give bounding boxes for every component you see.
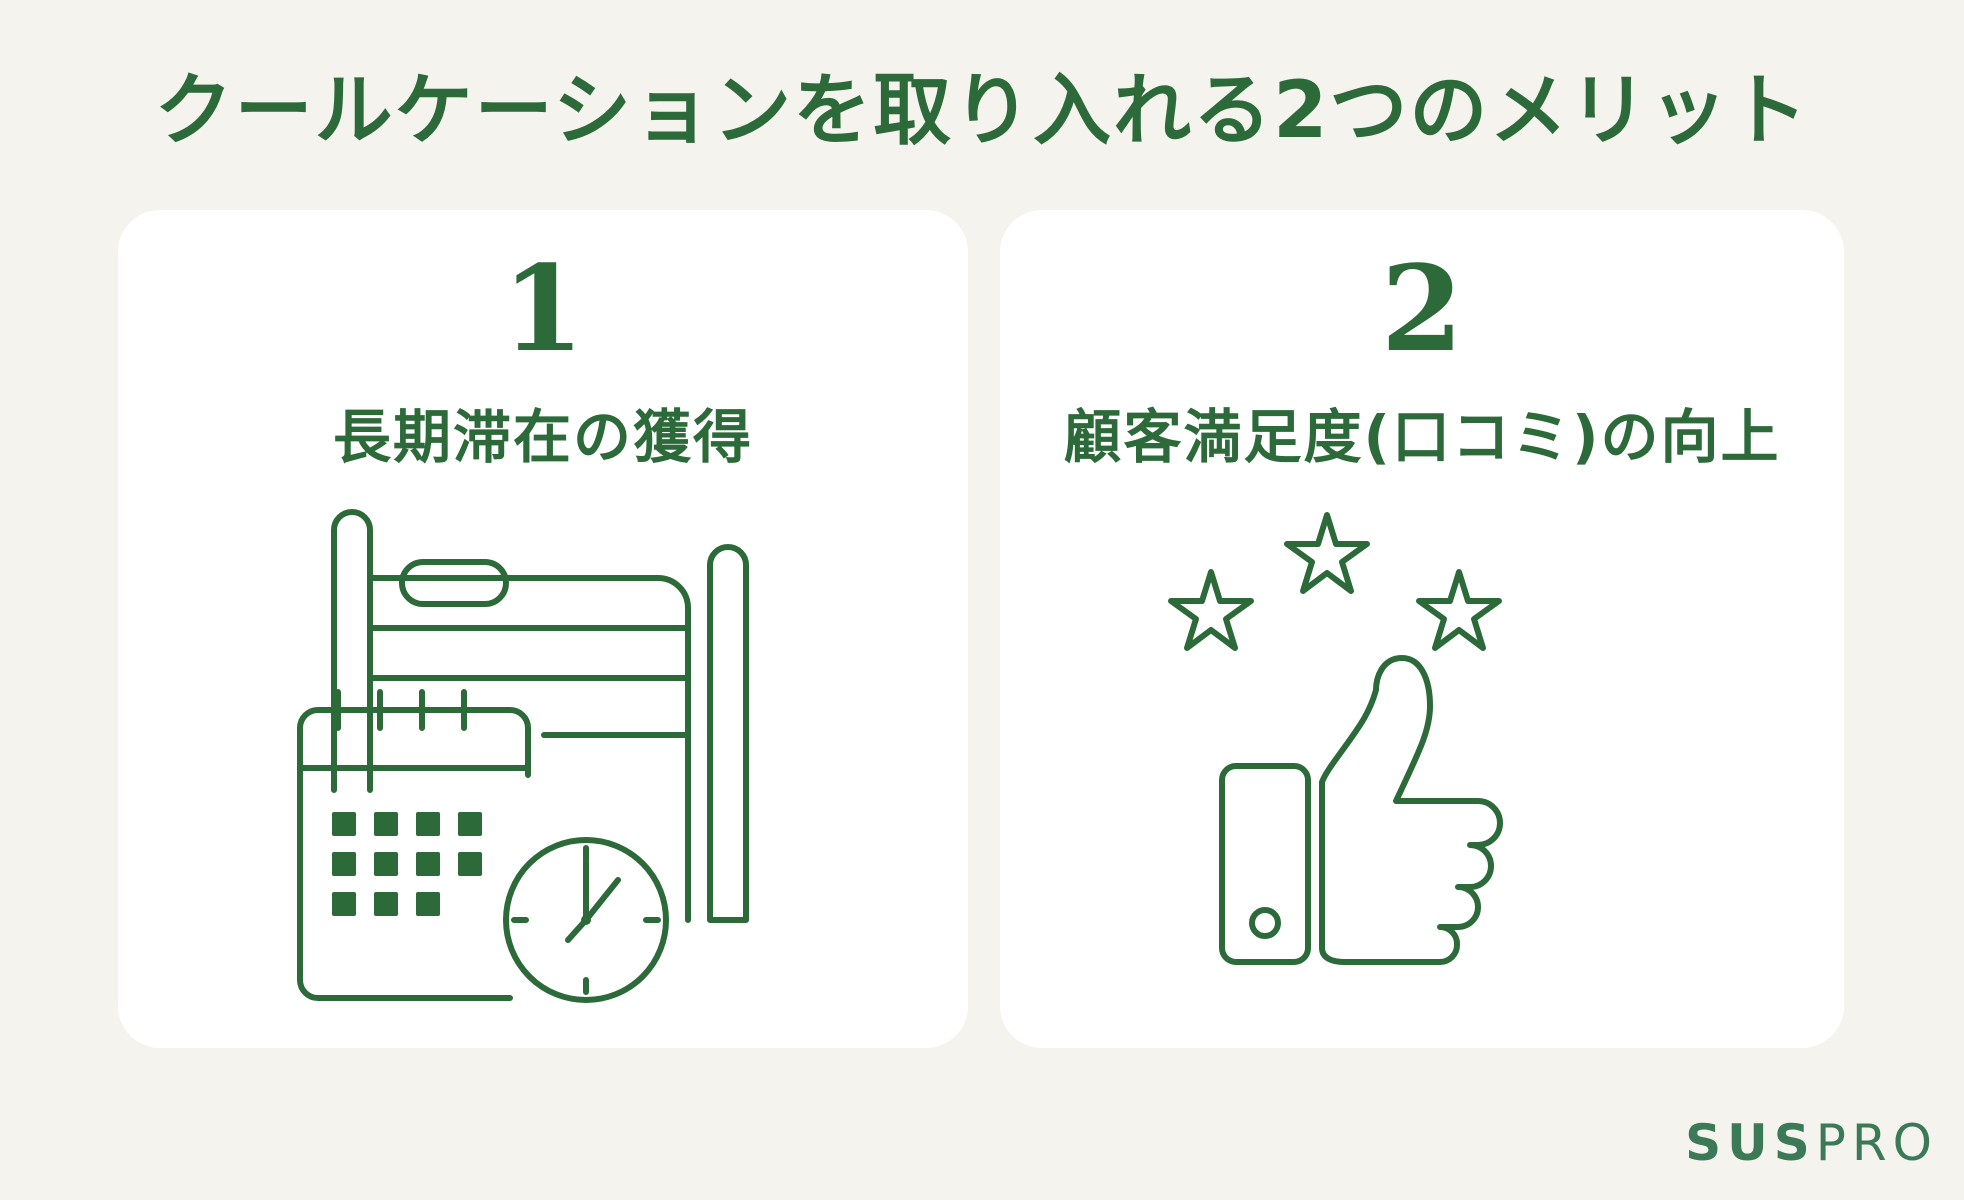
benefit-heading: 長期滞在の獲得 bbox=[332, 403, 753, 471]
star-icon bbox=[1168, 569, 1254, 651]
star-icon bbox=[1416, 569, 1502, 651]
benefit-card-1: 1 長期滞在の獲得 bbox=[118, 210, 968, 1048]
benefit-number: 2 bbox=[1380, 239, 1464, 378]
page-title: クールケーションを取り入れる2つのメリット bbox=[154, 66, 1810, 156]
star-icon bbox=[1284, 512, 1370, 594]
bed-icon bbox=[331, 509, 749, 923]
sleeve-icon bbox=[1219, 763, 1311, 965]
benefit-heading: 顧客満足度(口コミ)の向上 bbox=[1063, 403, 1781, 471]
calendar-icon bbox=[297, 689, 531, 1001]
thumbs-up-stars-icon bbox=[1168, 512, 1503, 965]
benefit-card-2: 2 顧客満足度(口コミ)の向上 bbox=[1000, 210, 1844, 1048]
brand-logo-bold: SUS bbox=[1685, 1114, 1816, 1172]
brand-logo-light: PRO bbox=[1815, 1114, 1938, 1172]
clock-icon bbox=[503, 837, 669, 1003]
brand-logo: SUSPRO bbox=[1685, 1114, 1938, 1172]
benefit-number: 1 bbox=[501, 239, 585, 378]
bed-calendar-clock-icon bbox=[297, 509, 749, 1003]
thumb-hand-icon bbox=[1319, 655, 1503, 965]
